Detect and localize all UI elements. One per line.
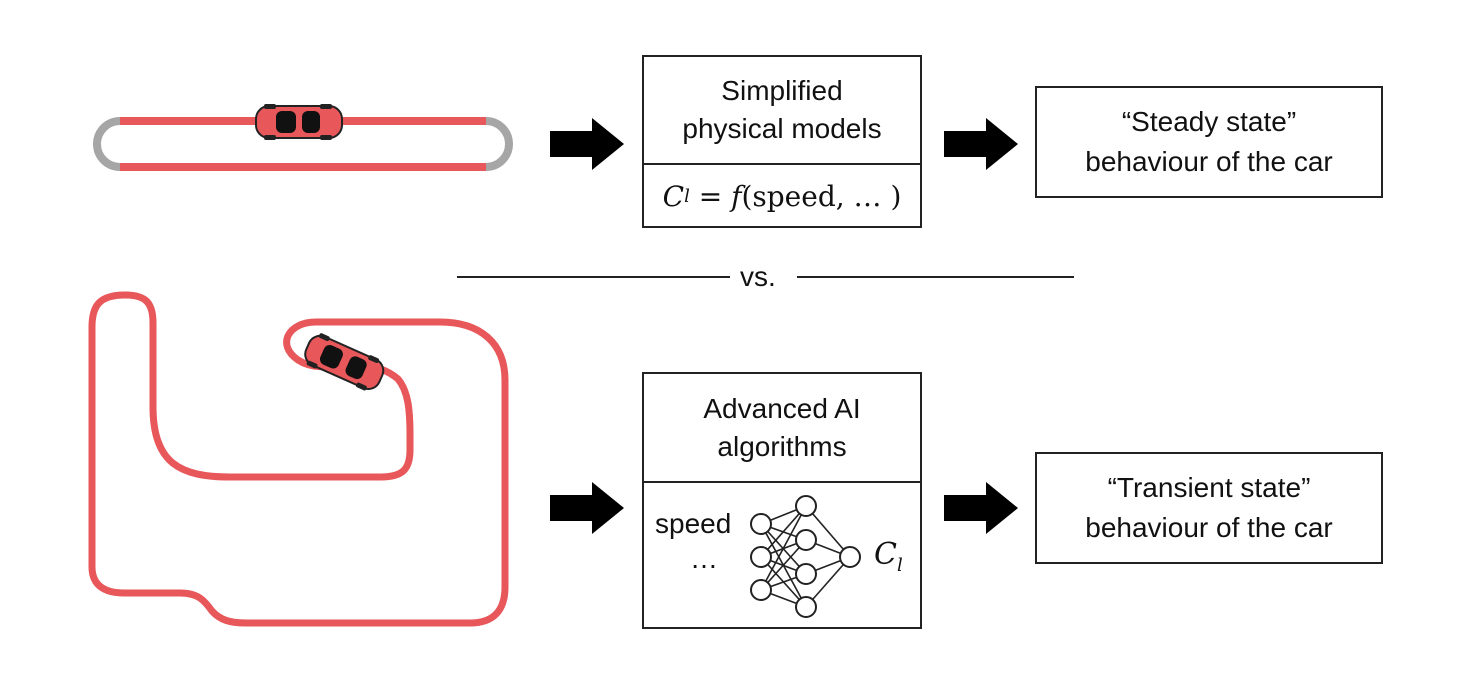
right-arrow-icon bbox=[550, 482, 624, 534]
steady-state-result-box: “Steady state” behaviour of the car bbox=[1035, 86, 1383, 198]
result-line1: “Steady state” bbox=[1121, 106, 1297, 137]
neural-network-icon bbox=[750, 495, 861, 618]
formula-equals: = bbox=[689, 180, 732, 213]
result-line2: behaviour of the car bbox=[1085, 146, 1333, 177]
formula-args: (speed, … ) bbox=[741, 180, 902, 213]
separator-line-left bbox=[457, 276, 730, 278]
model-title-line2: physical models bbox=[682, 113, 882, 144]
transient-state-result-box: “Transient state” behaviour of the car bbox=[1035, 452, 1383, 564]
race-car-icon bbox=[304, 333, 385, 391]
formula-cl: C bbox=[662, 180, 685, 213]
right-arrow-icon bbox=[944, 118, 1018, 170]
model-box-title: Simplified physical models bbox=[644, 57, 920, 163]
nn-output-cl-label: Cl bbox=[874, 537, 903, 576]
complex-track-icon bbox=[88, 291, 509, 627]
result-line1: “Transient state” bbox=[1107, 472, 1311, 503]
box-divider bbox=[644, 163, 920, 165]
vs-label: vs. bbox=[740, 261, 776, 292]
nn-input-speed-label: speed bbox=[655, 508, 732, 539]
nn-input-ellipsis: … bbox=[690, 543, 718, 574]
race-car-icon bbox=[255, 104, 343, 140]
oval-track-icon bbox=[93, 104, 513, 171]
formula-cl-sub: l bbox=[684, 186, 690, 207]
box-divider bbox=[644, 481, 920, 483]
right-arrow-icon bbox=[944, 482, 1018, 534]
nn-output-c: C bbox=[874, 537, 897, 572]
ai-title-line2: algorithms bbox=[717, 430, 847, 462]
advanced-ai-box: Advanced AI algorithms bbox=[642, 372, 922, 629]
result-line2: behaviour of the car bbox=[1085, 512, 1333, 543]
ai-box-title: Advanced AI algorithms bbox=[644, 374, 920, 481]
formula-f: f bbox=[731, 180, 742, 213]
nn-output-sub: l bbox=[896, 555, 903, 576]
ai-title-line1: Advanced AI bbox=[703, 392, 861, 424]
separator-line-right bbox=[797, 276, 1074, 278]
right-arrow-icon bbox=[550, 118, 624, 170]
model-title-line1: Simplified bbox=[721, 75, 843, 106]
